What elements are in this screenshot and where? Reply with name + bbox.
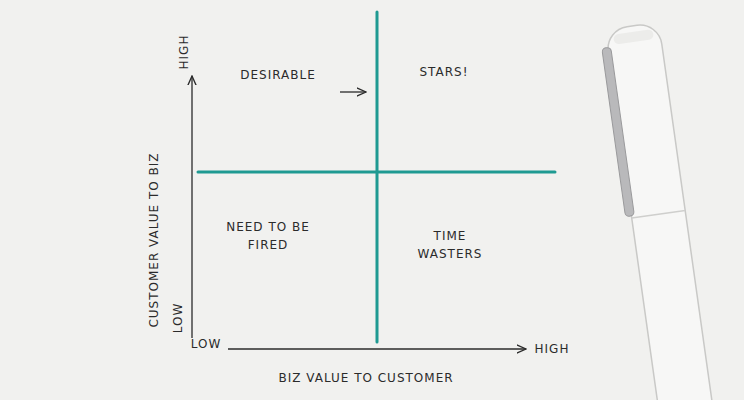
axis-end-label: HIGH <box>535 340 570 358</box>
pen-illustration <box>599 22 717 400</box>
x-axis <box>228 348 526 349</box>
horizontal-divider <box>198 171 555 174</box>
quadrant-label: STARS! <box>420 63 469 81</box>
vertical-divider <box>376 12 379 342</box>
axis-title: CUSTOMER VALUE TO BIZ <box>145 152 163 327</box>
y-axis <box>191 76 192 338</box>
axis-end-label: HIGH <box>175 35 193 70</box>
quadrant-label: DESIRABLE <box>240 66 316 84</box>
quadrant-label: NEED TO BE FIRED <box>226 218 310 254</box>
quadrant-label: TIME WASTERS <box>411 227 489 263</box>
axis-end-label: LOW <box>191 335 222 353</box>
axis-title: BIZ VALUE TO CUSTOMER <box>278 369 453 387</box>
axis-end-label: LOW <box>169 303 187 334</box>
pointer-arrow <box>340 91 366 92</box>
